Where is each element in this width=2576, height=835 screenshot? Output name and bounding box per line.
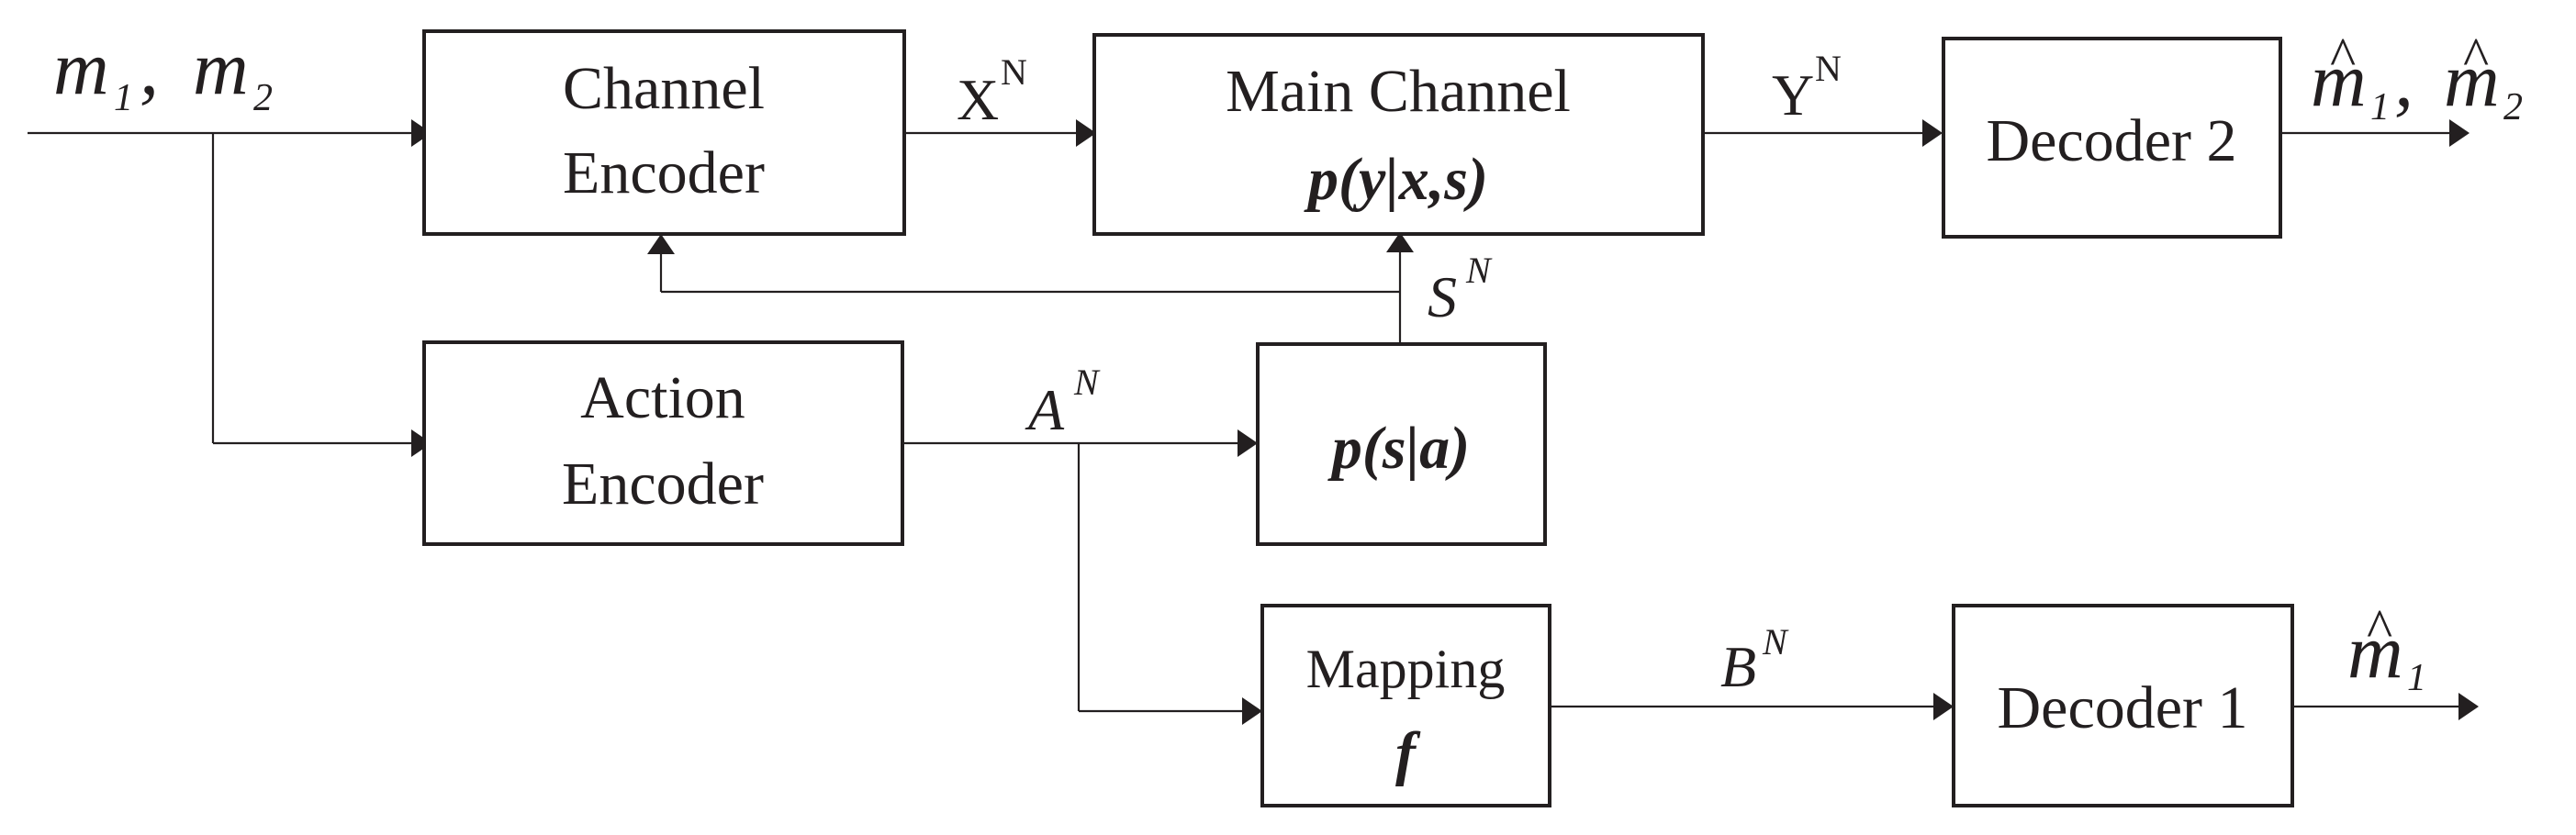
output-top-sub2: 2 bbox=[2503, 86, 2523, 128]
mapping-line1: Mapping bbox=[1306, 639, 1506, 699]
input-arrowhead bbox=[411, 119, 431, 147]
channel-encoder-line1: Channel bbox=[563, 55, 765, 122]
input-m1: m bbox=[53, 26, 109, 111]
yn-sup: N bbox=[1815, 48, 1842, 89]
output-bottom-hat: ^ bbox=[2367, 598, 2392, 659]
output-top-hat1: ^ bbox=[2330, 27, 2356, 87]
xn-sup: N bbox=[1001, 51, 1027, 93]
decoder2-output-arrowhead bbox=[2449, 119, 2470, 147]
sn-to-main-arrowhead bbox=[1386, 232, 1414, 252]
input-sub1: 1 bbox=[114, 77, 133, 119]
decoder1-label: Decoder 1 bbox=[1997, 674, 2247, 741]
an-base: A bbox=[1025, 377, 1065, 442]
state-channel-block: p(s|a) bbox=[1256, 342, 1547, 546]
output-bottom-label: m ^ 1 bbox=[2347, 598, 2426, 699]
output-top-m1: m bbox=[2311, 38, 2367, 123]
sn-to-encoder-arrowhead bbox=[647, 234, 675, 254]
bn-arrowhead bbox=[1933, 693, 1954, 720]
output-top-hat2: ^ bbox=[2463, 27, 2489, 87]
input-separator: , bbox=[140, 26, 159, 111]
message-to-action-arrowhead bbox=[411, 429, 431, 457]
output-top-separator: , bbox=[2394, 38, 2414, 123]
action-encoder-line1: Action bbox=[580, 364, 745, 431]
yn-arrowhead bbox=[1922, 119, 1943, 147]
decoder1-output-arrowhead bbox=[2458, 693, 2479, 720]
channel-encoder-block: Channel Encoder bbox=[422, 29, 906, 236]
xn-label: X N bbox=[957, 51, 1027, 132]
action-encoder-line2: Encoder bbox=[562, 451, 764, 518]
sn-base: S bbox=[1428, 264, 1457, 329]
state-channel-label: p(s|a) bbox=[1327, 415, 1470, 482]
main-channel-line2: p(y|x,s) bbox=[1304, 146, 1488, 213]
bn-base: B bbox=[1720, 634, 1756, 699]
input-m2: m bbox=[193, 26, 249, 111]
an-arrowhead bbox=[1238, 429, 1258, 457]
mapping-block: Mapping f bbox=[1260, 604, 1551, 807]
bn-sup: N bbox=[1762, 621, 1789, 662]
input-message-label: m 1 , m 2 bbox=[53, 26, 273, 119]
output-top-sub1: 1 bbox=[2370, 86, 2390, 128]
sn-label: S N bbox=[1428, 250, 1493, 329]
output-top-label: m ^ 1 , m ^ 2 bbox=[2311, 27, 2523, 128]
sn-sup: N bbox=[1465, 250, 1493, 291]
decoder2-label: Decoder 2 bbox=[1986, 107, 2236, 174]
output-bottom-m: m bbox=[2347, 609, 2403, 695]
bn-label: B N bbox=[1720, 621, 1789, 699]
yn-base: Y bbox=[1772, 62, 1814, 128]
decoder2-block: Decoder 2 bbox=[1942, 37, 2282, 239]
output-bottom-sub: 1 bbox=[2407, 657, 2426, 699]
input-sub2: 2 bbox=[253, 77, 273, 119]
action-encoder-block: Action Encoder bbox=[422, 340, 904, 546]
output-top-m2: m bbox=[2444, 38, 2500, 123]
xn-arrowhead bbox=[1076, 119, 1096, 147]
an-label: A N bbox=[1025, 362, 1101, 442]
yn-label: Y N bbox=[1772, 48, 1842, 128]
xn-base: X bbox=[957, 67, 999, 132]
decoder1-block: Decoder 1 bbox=[1952, 604, 2294, 807]
main-channel-block: Main Channel p(y|x,s) bbox=[1092, 33, 1705, 236]
channel-encoder-line2: Encoder bbox=[563, 139, 765, 206]
main-channel-line1: Main Channel bbox=[1226, 58, 1571, 125]
an-sup: N bbox=[1073, 362, 1101, 403]
an-to-mapping-arrowhead bbox=[1242, 697, 1262, 725]
